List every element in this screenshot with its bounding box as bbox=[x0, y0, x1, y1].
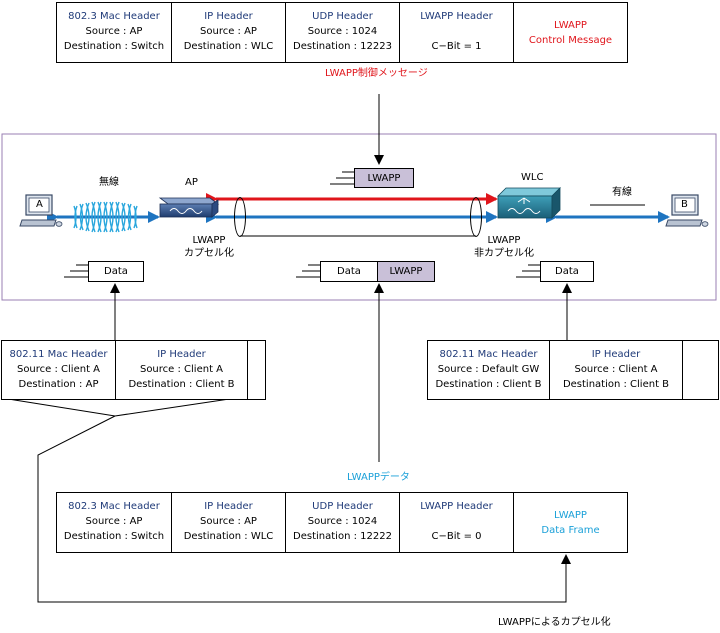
wlc-label: WLC bbox=[521, 172, 544, 183]
client-a-icon bbox=[19, 194, 63, 227]
cell-title: LWAPP Header bbox=[420, 11, 493, 22]
top-cell-udp: UDP Header Source : 1024 Destination : 1… bbox=[285, 3, 399, 62]
cell-line: Source : AP bbox=[200, 26, 257, 37]
right-cell-ip: IP Header Source : Client A Destination … bbox=[549, 341, 682, 399]
tunnel-packet-label: LWAPP bbox=[354, 168, 414, 188]
data-left-label: Data bbox=[88, 261, 144, 282]
cell-line: Destination : Switch bbox=[63, 531, 165, 542]
left-cell-mac: 802.11 Mac Header Source : Client A Dest… bbox=[2, 341, 115, 399]
cell-line: Source : Client A bbox=[16, 364, 101, 375]
encapsulation-path bbox=[1, 397, 566, 603]
cell-line: Destination : 12222 bbox=[293, 531, 392, 542]
cell-title: 802.11 Mac Header bbox=[9, 349, 108, 360]
left-cell-payload bbox=[247, 341, 265, 399]
cell-title: UDP Header bbox=[312, 501, 373, 512]
left-frame: 802.11 Mac Header Source : Client A Dest… bbox=[1, 340, 266, 400]
cell-line: Source : 1024 bbox=[307, 516, 378, 527]
bottom-cell-lwapp-header: LWAPP Header C−Bit = 0 bbox=[399, 493, 513, 552]
cell-line: C−Bit = 0 bbox=[431, 531, 482, 542]
cell-line: Source : Client A bbox=[139, 364, 224, 375]
tunnel-left-ring bbox=[234, 197, 246, 237]
cell-line: Destination : Client B bbox=[562, 379, 670, 390]
top-cell-control-message: LWAPP Control Message bbox=[513, 3, 627, 62]
top-cell-lwapp-header: LWAPP Header C−Bit = 1 bbox=[399, 3, 513, 62]
right-cell-mac: 802.11 Mac Header Source : Default GW De… bbox=[428, 341, 549, 399]
cell-line: Source : AP bbox=[85, 516, 143, 527]
cell-line: Source : Client A bbox=[574, 364, 658, 375]
cell-title: 802.3 Mac Header bbox=[68, 11, 160, 22]
data-label: LWAPPデータ bbox=[347, 472, 410, 483]
cell-line: Destination : WLC bbox=[183, 531, 274, 542]
cell-line: Source : AP bbox=[85, 26, 143, 37]
encap-label-line1: LWAPP bbox=[192, 235, 226, 246]
data-mid-lwapp-label: LWAPP bbox=[377, 261, 435, 282]
right-cell-payload bbox=[682, 341, 718, 399]
decap-label-line1: LWAPP bbox=[487, 235, 521, 246]
cell-title: LWAPP Header bbox=[420, 501, 493, 512]
ap-icon bbox=[158, 197, 220, 218]
client-a-label: A bbox=[36, 199, 43, 210]
cell-line: Source : 1024 bbox=[307, 26, 378, 37]
cell-line: Destination : WLC bbox=[183, 41, 274, 52]
bottom-frame: 802.3 Mac Header Source : AP Destination… bbox=[56, 492, 628, 553]
cell-line: Destination : 12223 bbox=[293, 41, 392, 52]
wired-label: 有線 bbox=[612, 187, 632, 198]
top-cell-ip: IP Header Source : AP Destination : WLC bbox=[171, 3, 285, 62]
tunnel-right-ring bbox=[470, 197, 482, 237]
wireless-waves-icon bbox=[73, 201, 138, 233]
wireless-label: 無線 bbox=[99, 177, 119, 188]
encap-label-line2: カプセル化 bbox=[184, 248, 234, 259]
top-cell-mac: 802.3 Mac Header Source : AP Destination… bbox=[57, 3, 171, 62]
control-message-label: LWAPP制御メッセージ bbox=[325, 68, 428, 79]
decap-label-line2: 非カプセル化 bbox=[474, 248, 534, 259]
cell-line: Destination : Switch bbox=[63, 41, 165, 52]
encap-label: LWAPP カプセル化 bbox=[184, 234, 234, 260]
top-frame: 802.3 Mac Header Source : AP Destination… bbox=[56, 2, 628, 63]
packet-tab-lines bbox=[64, 171, 540, 278]
cell-title: 802.11 Mac Header bbox=[439, 349, 538, 360]
data-mid-label: Data bbox=[320, 261, 378, 282]
cell-line: Data Frame bbox=[541, 524, 600, 536]
cell-title: 802.3 Mac Header bbox=[68, 501, 160, 512]
cell-title: IP Header bbox=[157, 349, 206, 360]
bottom-cell-ip: IP Header Source : AP Destination : WLC bbox=[171, 493, 285, 552]
cell-line: Control Message bbox=[528, 34, 613, 46]
cell-title: UDP Header bbox=[312, 11, 373, 22]
decap-label: LWAPP 非カプセル化 bbox=[474, 234, 534, 260]
bottom-cell-mac: 802.3 Mac Header Source : AP Destination… bbox=[57, 493, 171, 552]
right-frame: 802.11 Mac Header Source : Default GW De… bbox=[427, 340, 719, 400]
cell-title: IP Header bbox=[204, 11, 253, 22]
bottom-cell-data-frame: LWAPP Data Frame bbox=[513, 493, 627, 552]
encapsulation-caption: LWAPPによるカプセル化 bbox=[498, 617, 611, 628]
client-b-icon bbox=[665, 194, 709, 227]
wlc-icon bbox=[497, 187, 561, 219]
left-cell-ip: IP Header Source : Client A Destination … bbox=[115, 341, 247, 399]
cell-line: Source : AP bbox=[200, 516, 257, 527]
bottom-cell-udp: UDP Header Source : 1024 Destination : 1… bbox=[285, 493, 399, 552]
cell-line: Destination : Client B bbox=[128, 379, 235, 390]
client-b-label: B bbox=[681, 199, 688, 210]
cell-line: Destination : Client B bbox=[435, 379, 542, 390]
cell-line: Source : Default GW bbox=[437, 364, 540, 375]
cell-title: LWAPP bbox=[554, 19, 587, 31]
cell-line: C−Bit = 1 bbox=[431, 41, 482, 52]
cell-title: IP Header bbox=[591, 349, 641, 360]
data-right-label: Data bbox=[540, 261, 594, 282]
cell-title: LWAPP bbox=[554, 509, 587, 521]
cell-line: Destination : AP bbox=[18, 379, 99, 390]
cell-title: IP Header bbox=[204, 501, 253, 512]
ap-label: AP bbox=[185, 177, 198, 188]
network-frame bbox=[1, 133, 717, 301]
